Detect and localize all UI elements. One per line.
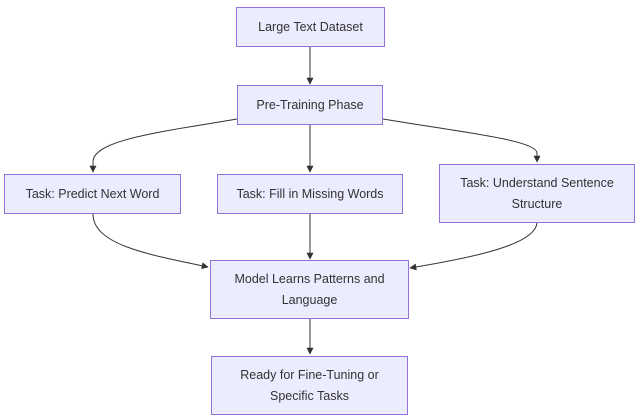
edge-structure-to-learns [409,221,538,271]
node-label-line1: Model Learns Patterns and [234,271,385,286]
node-model-learns-patterns: Model Learns Patterns and Language [210,260,409,319]
node-label: Task: Fill in Missing Words [236,186,384,201]
node-ready-for-fine-tuning: Ready for Fine-Tuning or Specific Tasks [211,356,408,415]
node-pre-training-phase: Pre-Training Phase [237,85,383,125]
node-label-line2: Language [281,292,338,307]
node-task-fill-missing-words: Task: Fill in Missing Words [217,174,403,214]
node-label-line1: Task: Understand Sentence [460,175,614,190]
node-label-line1: Ready for Fine-Tuning or [240,367,379,382]
node-task-understand-sentence-structure: Task: Understand Sentence Structure [439,164,635,223]
edge-pretraining-to-structure [382,118,541,163]
node-label-line2: Specific Tasks [270,388,349,403]
node-label-line2: Structure [511,196,563,211]
node-large-text-dataset: Large Text Dataset [236,7,385,47]
node-label: Pre-Training Phase [256,97,364,112]
edge-pretraining-to-next-word [89,118,238,173]
node-task-predict-next-word: Task: Predict Next Word [4,174,181,214]
node-label: Large Text Dataset [258,19,363,34]
node-label: Task: Predict Next Word [25,186,160,201]
edge-next-word-to-learns [92,213,209,270]
